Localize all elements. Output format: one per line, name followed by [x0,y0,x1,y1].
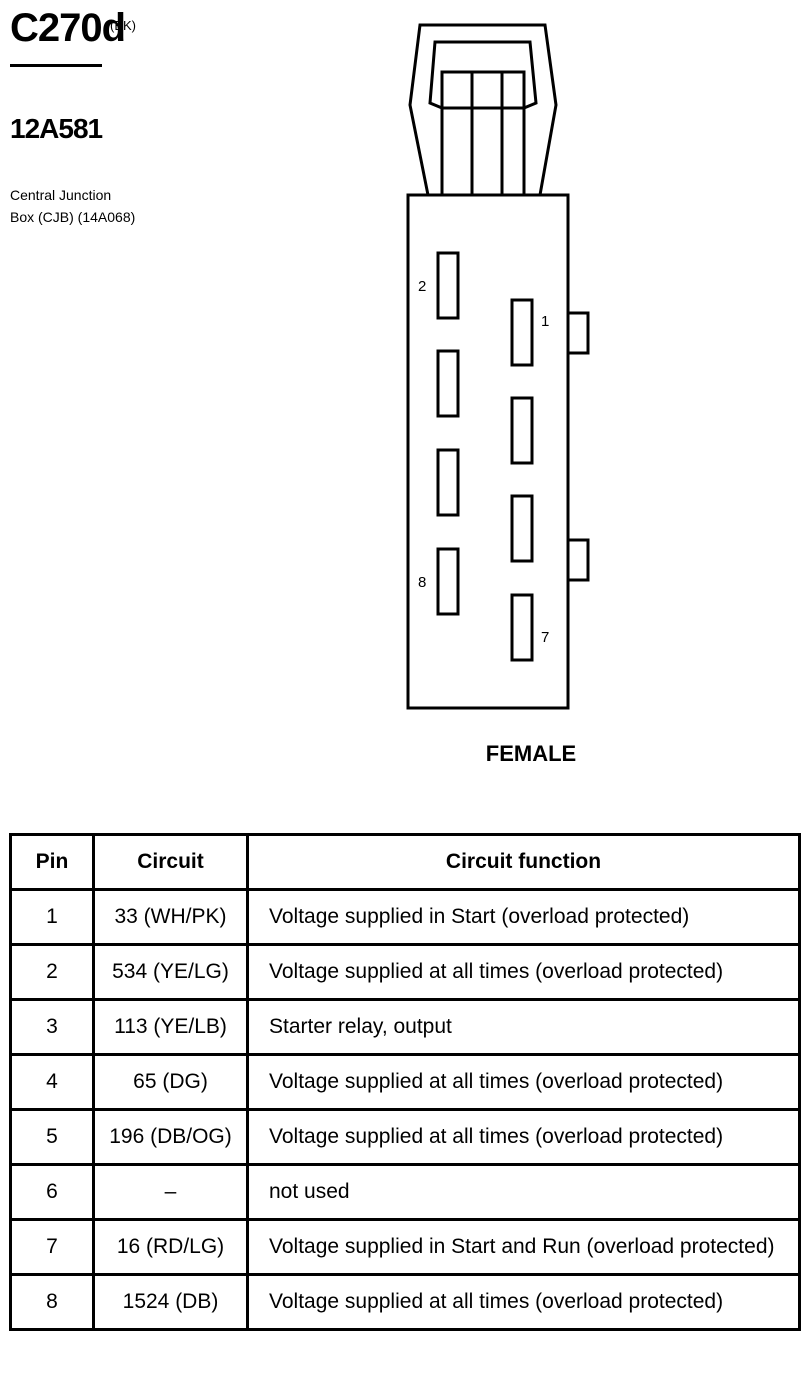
row-circuit: 65 (DG) [92,1053,249,1111]
table-row: 5 196 (DB/OG) Voltage supplied at all ti… [9,1108,801,1166]
row-pin: 7 [9,1218,95,1276]
row-pin: 8 [9,1273,95,1331]
latch-top-bar [440,70,526,110]
row-circuit: 196 (DB/OG) [92,1108,249,1166]
header-circuit: Circuit [92,833,249,891]
connector-body [406,193,570,710]
pin-cavity-1 [510,298,534,367]
row-function: Voltage supplied in Start (overload prot… [246,888,801,946]
row-pin: 6 [9,1163,95,1221]
table-row: 8 1524 (DB) Voltage supplied at all time… [9,1273,801,1331]
row-circuit: 534 (YE/LG) [92,943,249,1001]
row-circuit: 113 (YE/LB) [92,998,249,1056]
pin-label-7: 7 [541,629,549,646]
connector-latch-outer [408,23,558,196]
pin-cavity-8 [436,547,460,616]
pin-label-1: 1 [541,313,549,330]
row-function: Voltage supplied in Start and Run (overl… [246,1218,801,1276]
row-function: Voltage supplied at all times (overload … [246,1108,801,1166]
table-row: 4 65 (DG) Voltage supplied at all times … [9,1053,801,1111]
side-key-lower [568,538,590,582]
side-key-upper [568,311,590,355]
row-pin: 2 [9,943,95,1001]
pin-cavity-2 [436,251,460,320]
table-row: 1 33 (WH/PK) Voltage supplied in Start (… [9,888,801,946]
row-function: Voltage supplied at all times (overload … [246,1273,801,1331]
row-pin: 4 [9,1053,95,1111]
table-row: 6 – not used [9,1163,801,1221]
pin-cavity-4 [436,349,460,418]
row-circuit: 16 (RD/LG) [92,1218,249,1276]
table-row: 7 16 (RD/LG) Voltage supplied in Start a… [9,1218,801,1276]
part-number: 12A581 [10,113,103,144]
table-header-row: Pin Circuit Circuit function [9,833,801,891]
pin-cavity-5 [510,494,534,563]
pin-cavity-3 [510,396,534,465]
row-circuit: 1524 (DB) [92,1273,249,1331]
table-row: 2 534 (YE/LG) Voltage supplied at all ti… [9,943,801,1001]
row-pin: 1 [9,888,95,946]
title-underline [10,64,102,67]
pin-label-8: 8 [418,574,426,591]
row-function: not used [246,1163,801,1221]
pin-table: Pin Circuit Circuit function 1 33 (WH/PK… [9,833,801,1331]
row-function: Voltage supplied at all times (overload … [246,943,801,1001]
connector-color: (BK) [110,18,136,33]
row-pin: 3 [9,998,95,1056]
row-circuit: 33 (WH/PK) [92,888,249,946]
table-row: 3 113 (YE/LB) Starter relay, output [9,998,801,1056]
row-pin: 5 [9,1108,95,1166]
connector-gender-label: FEMALE [485,741,577,766]
pin-cavity-6 [436,448,460,517]
description-line-2: Box (CJB) (14A068) [10,209,136,225]
header-circuit-function: Circuit function [246,833,801,891]
row-circuit: – [92,1163,249,1221]
header-pin: Pin [9,833,95,891]
connector-id: C270d [10,6,126,50]
pin-label-2: 2 [418,278,426,295]
row-function: Starter relay, output [246,998,801,1056]
row-function: Voltage supplied at all times (overload … [246,1053,801,1111]
description-line-1: Central Junction [10,187,112,203]
connector-face-diagram: 2 1 8 7 [406,23,590,710]
connector-latch-inner [428,40,538,195]
pin-cavity-7 [510,593,534,662]
